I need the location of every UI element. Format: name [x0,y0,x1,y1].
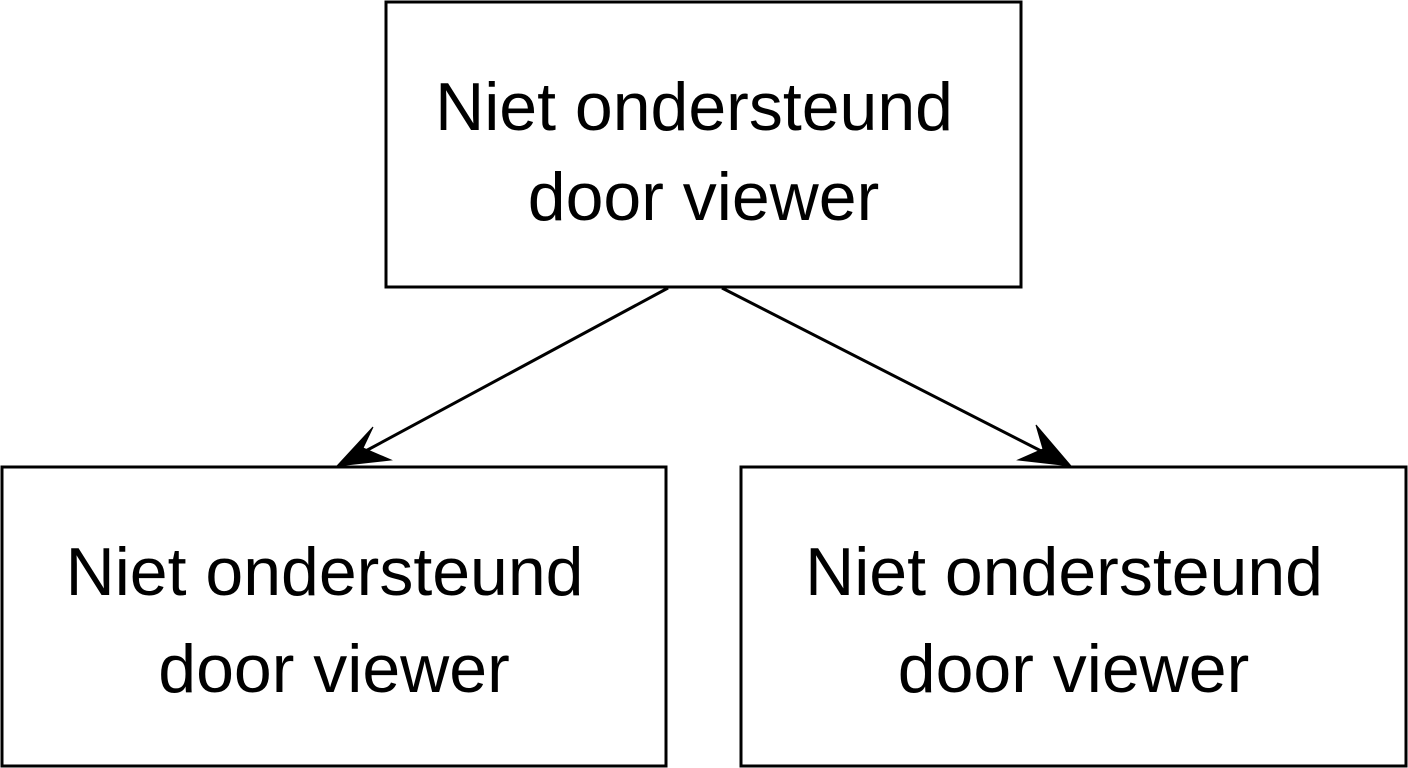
node-top-box [384,0,1023,289]
node-left: Niet ondersteund door viewer [0,465,668,768]
node-left-text: Niet ondersteund door viewer [66,534,603,707]
node-top-line1: Niet ondersteund [435,69,953,145]
edge-top-to-right [721,286,1073,467]
node-right-text: Niet ondersteund door viewer [805,534,1342,707]
edge-top-to-right-line [721,286,1048,456]
node-right-box [739,465,1408,768]
edge-top-to-right-arrowhead [1016,424,1073,467]
node-top-line2: door viewer [528,159,880,235]
node-left-line1: Niet ondersteund [66,534,584,610]
edge-top-to-left [335,286,669,467]
node-top: Niet ondersteund door viewer [384,0,1023,289]
node-top-text: Niet ondersteund door viewer [435,69,972,235]
node-left-box [0,465,668,768]
edge-top-to-left-line [359,286,669,456]
node-right-line1: Niet ondersteund [805,534,1323,610]
node-right: Niet ondersteund door viewer [739,465,1408,768]
node-right-line2: door viewer [898,631,1250,707]
node-left-line2: door viewer [158,631,510,707]
edge-top-to-left-arrowhead [335,426,393,467]
